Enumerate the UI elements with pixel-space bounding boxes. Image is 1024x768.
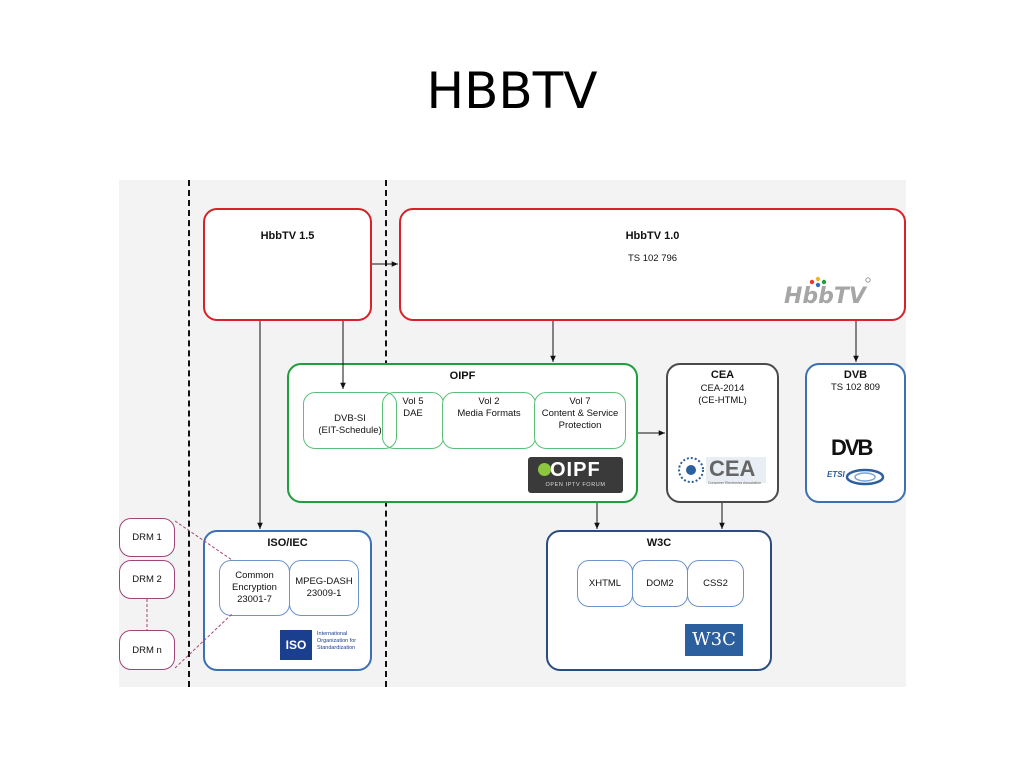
hbbtv-logo: HbbTV (784, 276, 874, 310)
oipf-logo-text: OIPF (550, 459, 601, 481)
iso-logo-text: International Organization for Standardi… (317, 631, 357, 651)
drm-1-label: DRM 1 (132, 532, 162, 543)
w3c-item-xhtml-label: XHTML (588, 578, 622, 589)
oipf-box: OIPF DVB-SI (EIT-Schedule) Vol 5 DAE Vol… (287, 363, 638, 503)
iso-logo-mark: ISO (280, 630, 312, 660)
iso-item-common-encryption: Common Encryption 23001-7 (219, 560, 290, 616)
dvb-logo: DVB (831, 435, 873, 460)
oipf-item-dvb-si-label: DVB-SI (EIT-Schedule) (318, 413, 382, 436)
oipf-logo-subtext: OPEN IPTV FORUM (545, 482, 606, 488)
hbbtv-10-title: HbbTV 1.0 (625, 230, 680, 242)
hbbtv-logo-dots (809, 276, 871, 288)
drm-2-box: DRM 2 (119, 560, 175, 599)
oipf-item-protection: Vol 7 Content & Service Protection (534, 392, 626, 449)
cea-logo-text: CEA (709, 456, 756, 481)
drm-1-box: DRM 1 (119, 518, 175, 557)
w3c-item-xhtml: XHTML (577, 560, 633, 607)
oipf-item-dvb-si: DVB-SI (EIT-Schedule) (303, 392, 397, 449)
iso-item-common-encryption-label: Common Encryption 23001-7 (232, 570, 277, 605)
etsi-logo-text: ETSI (827, 470, 845, 479)
w3c-item-css2-label: CSS2 (703, 578, 728, 589)
oipf-item-dae-label: Vol 5 DAE (402, 396, 424, 419)
etsi-logo: ETSI (827, 467, 887, 487)
oipf-item-media-formats-label: Vol 2 Media Formats (457, 396, 521, 419)
iso-iec-title: ISO/IEC (267, 537, 308, 549)
w3c-logo: W3C (685, 624, 743, 656)
oipf-play-icon (538, 463, 551, 476)
oipf-item-media-formats: Vol 2 Media Formats (442, 392, 536, 449)
slide-title: HBBTV (426, 62, 598, 120)
w3c-item-dom2-label: DOM2 (646, 578, 674, 589)
drm-connector-top (174, 520, 233, 561)
cea-logo: CEA Consumer Electronics Association (676, 451, 771, 489)
hbbtv-15-title: HbbTV 1.5 (260, 230, 315, 242)
hbbtv-logo-text: HbbTV (784, 284, 866, 309)
iso-item-mpeg-dash-label: MPEG-DASH 23009-1 (295, 576, 353, 599)
drm-n-label: DRM n (132, 645, 162, 656)
hbbtv-10-spec: TS 102 796 (627, 253, 678, 264)
iso-iec-box: ISO/IEC Common Encryption 23001-7 MPEG-D… (203, 530, 372, 671)
hbbtv-10-box: HbbTV 1.0 TS 102 796 HbbTV (399, 208, 906, 321)
cea-logo-subtext: Consumer Electronics Association (708, 481, 761, 485)
oipf-logo: OIPF OPEN IPTV FORUM (528, 457, 623, 493)
drm-n-box: DRM n (119, 630, 175, 670)
hbbtv-15-box: HbbTV 1.5 (203, 208, 372, 321)
w3c-item-dom2: DOM2 (632, 560, 688, 607)
dvb-title: DVB (843, 369, 868, 381)
drm-connector-bottom (174, 613, 233, 669)
dvb-box: DVB TS 102 809 DVB ETSI (805, 363, 906, 503)
etsi-swoosh-icon (845, 468, 885, 486)
iso-logo: ISO International Organization for Stand… (280, 630, 368, 663)
cea-burst-icon (678, 457, 766, 483)
dvb-spec: TS 102 809 (830, 382, 881, 393)
divider-line-left (188, 180, 190, 687)
drm-2-label: DRM 2 (132, 574, 162, 585)
w3c-item-css2: CSS2 (687, 560, 744, 607)
oipf-title: OIPF (449, 370, 476, 382)
w3c-title: W3C (646, 537, 672, 549)
iso-item-mpeg-dash: MPEG-DASH 23009-1 (289, 560, 359, 616)
cea-box: CEA CEA-2014 (CE-HTML) CEA Consumer Elec… (666, 363, 779, 503)
w3c-box: W3C XHTML DOM2 CSS2 W3C (546, 530, 772, 671)
cea-title: CEA (710, 369, 735, 381)
oipf-item-protection-label: Vol 7 Content & Service Protection (541, 396, 619, 431)
cea-spec: CEA-2014 (CE-HTML) (698, 383, 747, 406)
